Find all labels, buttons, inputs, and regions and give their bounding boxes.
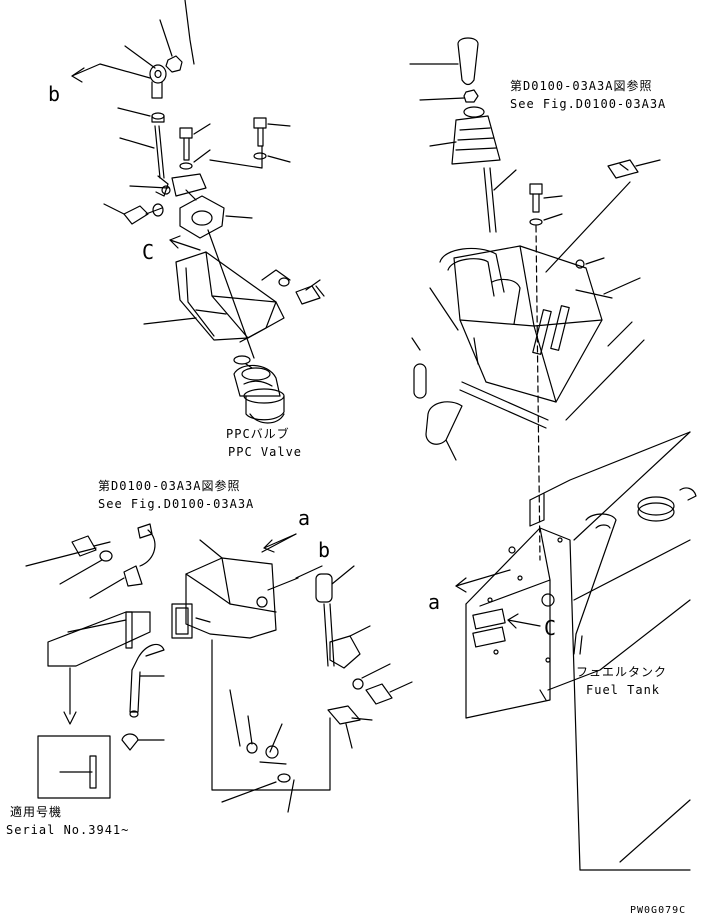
ppc-valve-label-jp: PPCバルブ bbox=[226, 427, 290, 441]
serial-label-jp: 適用号機 bbox=[10, 805, 63, 819]
ppc-valve-linkage-assembly bbox=[72, 0, 324, 423]
arrow-b-left bbox=[296, 566, 322, 578]
reference-top-en: See Fig.D0100-03A3A bbox=[510, 97, 667, 111]
reference-top-jp: 第D0100-03A3A図参照 bbox=[510, 79, 653, 93]
callout-b-top: b bbox=[48, 82, 61, 106]
arrow-c-right bbox=[508, 620, 540, 626]
arrow-a-left bbox=[264, 534, 296, 548]
callout-a-right: a bbox=[428, 590, 441, 614]
arrow-b-top bbox=[72, 64, 150, 78]
fuel-tank-assembly bbox=[456, 432, 696, 870]
lever-console-assembly bbox=[410, 38, 660, 560]
arrow-c-top bbox=[170, 240, 200, 250]
fuel-tank-label-jp: フュエルタンク bbox=[576, 665, 668, 679]
callout-a-left: a bbox=[298, 506, 311, 530]
callout-c-top: C bbox=[142, 240, 155, 264]
callout-b-left: b bbox=[318, 538, 331, 562]
ppc-valve-label-en: PPC Valve bbox=[228, 445, 303, 459]
reference-mid-en: See Fig.D0100-03A3A bbox=[98, 497, 255, 511]
drawing-code: PW0G079C bbox=[630, 905, 687, 916]
callout-c-right: C bbox=[544, 616, 557, 640]
fuel-tank-label-en: Fuel Tank bbox=[586, 683, 661, 697]
reference-mid-jp: 第D0100-03A3A図参照 bbox=[98, 479, 241, 493]
arrow-a-right bbox=[456, 570, 510, 586]
bracket-switch-assembly bbox=[26, 524, 412, 812]
serial-label-en: Serial No.3941~ bbox=[6, 823, 130, 837]
